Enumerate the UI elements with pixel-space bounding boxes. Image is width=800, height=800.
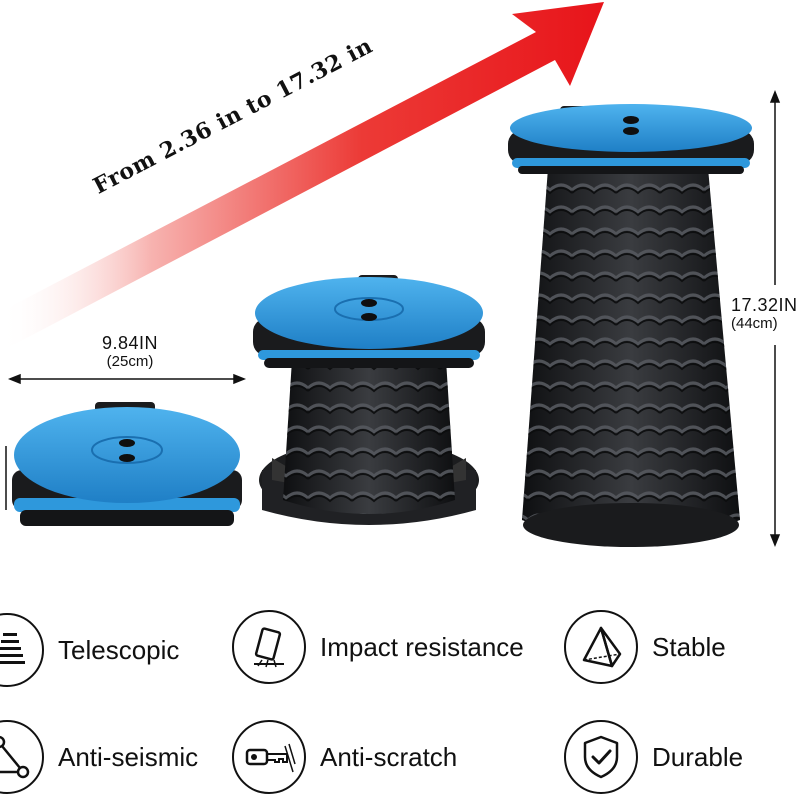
stool-tall <box>508 104 754 547</box>
triangle-network-icon <box>0 720 44 794</box>
feature-durable-label: Durable <box>652 741 744 772</box>
feature-anti-scratch: Anti-scratch <box>232 720 457 794</box>
feature-durable: Durable <box>564 720 743 794</box>
telescopic-icon <box>0 613 44 687</box>
height-dimension-line <box>769 89 781 548</box>
feature-impact-resistance-label: Impact resistance <box>320 631 524 662</box>
feature-anti-seismic: Anti-seismic <box>0 720 198 794</box>
feature-stable-label: Stable <box>652 631 726 662</box>
stool-medium <box>253 275 485 525</box>
pyramid-icon <box>564 610 638 684</box>
feature-impact-resistance: Impact resistance <box>232 610 524 684</box>
phone-impact-icon <box>232 610 306 684</box>
feature-telescopic: Telescopic <box>0 613 179 687</box>
height-range-arrow <box>0 2 604 352</box>
feature-anti-scratch-label: Anti-scratch <box>320 741 458 772</box>
height-metric: (44cm) <box>731 314 778 332</box>
width-label: 9.84IN (25cm) <box>80 333 180 370</box>
height-label: 17.32IN (44cm) <box>731 296 800 332</box>
height-value: 17.32IN <box>731 296 798 315</box>
width-value: 9.84IN <box>101 333 159 353</box>
width-dimension-line <box>7 373 247 385</box>
feature-telescopic-label: Telescopic <box>58 634 180 665</box>
shield-check-icon <box>564 720 638 794</box>
key-scratch-icon <box>232 720 306 794</box>
stool-collapsed <box>12 402 242 526</box>
feature-anti-seismic-label: Anti-seismic <box>58 741 199 772</box>
width-metric: (25cm) <box>106 352 154 370</box>
feature-stable: Stable <box>564 610 726 684</box>
